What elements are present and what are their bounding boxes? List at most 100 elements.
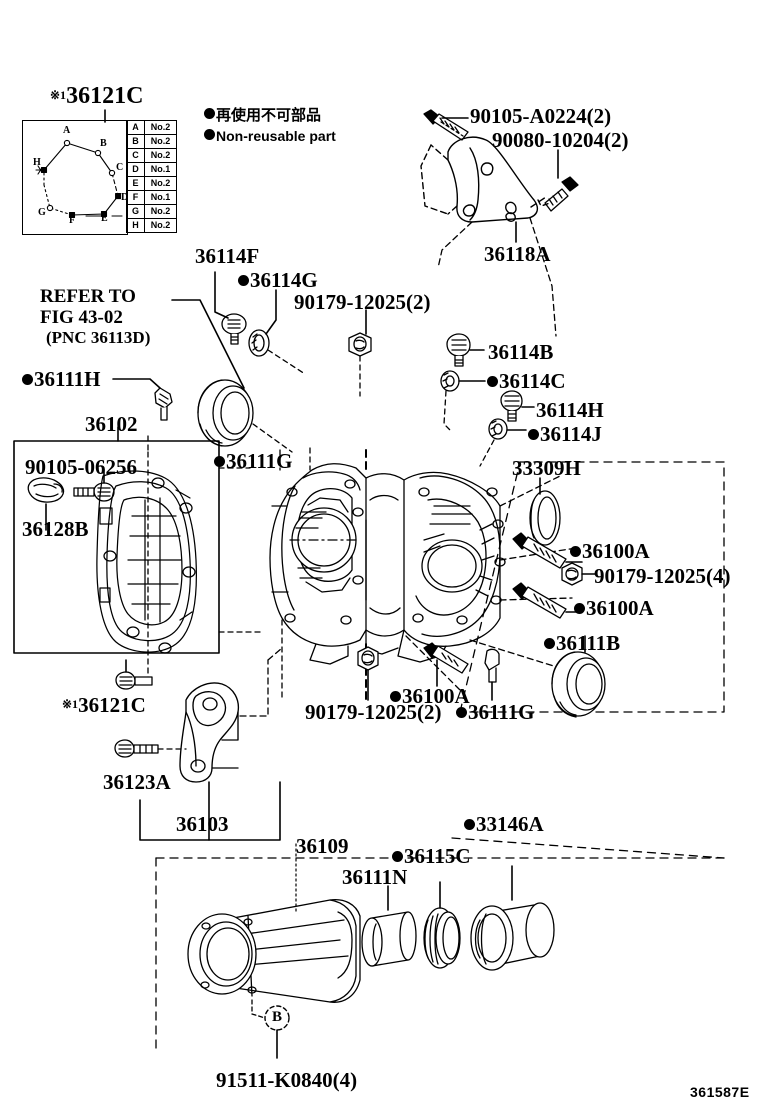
ring-node-f: F bbox=[69, 215, 76, 226]
bolt-36100A-lower bbox=[512, 582, 567, 619]
reference-line-2: FIG 43-02 bbox=[40, 307, 123, 328]
figure-id: 361587E bbox=[690, 1084, 750, 1100]
callout-90179-12025-bottom: 90179-12025(2) bbox=[305, 700, 442, 724]
reference-line-3: (PNC 36113D) bbox=[46, 328, 151, 347]
callout-90105-06256: 90105-06256 bbox=[25, 455, 137, 479]
nonreusable-bullet-icon bbox=[487, 376, 498, 387]
nonreusable-bullet-icon bbox=[544, 638, 555, 649]
ring-node-g: G bbox=[38, 207, 46, 218]
bolt-36114H bbox=[500, 390, 523, 422]
callout-36128b: 36128B bbox=[22, 517, 89, 541]
nut-90179-12025-bottom bbox=[357, 646, 379, 671]
nonreusable-bullet-icon bbox=[22, 374, 33, 385]
washer-36114G bbox=[248, 329, 270, 357]
callout-36118a: 36118A bbox=[484, 242, 551, 266]
callout-36114h: 36114H bbox=[536, 398, 604, 422]
bolt-36121C-bottom bbox=[114, 739, 159, 758]
reference-note: REFER TO FIG 43-02 (PNC 36113D) bbox=[40, 286, 150, 347]
bracket-36118A bbox=[420, 136, 551, 223]
nut-90179-12025-top bbox=[348, 332, 372, 357]
legend-en: Non-reusable part bbox=[216, 128, 336, 144]
callout-36111b: 36111B bbox=[544, 633, 620, 654]
legend-jp: 再使用不可部品 bbox=[216, 107, 322, 124]
callout-36100a-top: 36100A bbox=[570, 541, 650, 562]
callout-36114g: 36114G bbox=[238, 270, 318, 291]
ring-node-e: E bbox=[101, 213, 108, 224]
bracket-36103 bbox=[179, 682, 240, 783]
nonreusable-bullet-icon bbox=[464, 819, 475, 830]
callout-36100a-mid: 36100A bbox=[574, 598, 654, 619]
callout-36111n: 36111N bbox=[342, 865, 408, 889]
bolt-90080-10204 bbox=[544, 176, 579, 212]
callout-36111h: 36111H bbox=[22, 369, 101, 390]
part-36111H bbox=[154, 387, 173, 421]
bolt-36100A-upper bbox=[512, 532, 567, 569]
bolt-36114B bbox=[446, 333, 471, 367]
washer-36114J bbox=[488, 418, 508, 440]
bearing-36115C bbox=[423, 907, 461, 969]
callout-36111g-bottom: 36111G bbox=[456, 702, 535, 723]
ring-node-c: C bbox=[116, 162, 124, 173]
body-36102 bbox=[96, 470, 197, 654]
clip-36128B bbox=[27, 477, 65, 503]
callout-91511-k0840: 91511-K0840(4) bbox=[216, 1068, 358, 1092]
nonreusable-bullet-icon bbox=[570, 546, 581, 557]
title-36121c: ※136121C bbox=[50, 84, 143, 108]
ring-node-h: H bbox=[33, 157, 41, 168]
oil-seal-36111G bbox=[197, 379, 254, 447]
callout-36102: 36102 bbox=[85, 412, 138, 436]
nonreusable-bullet-icon bbox=[204, 129, 215, 140]
bolt-36114F bbox=[221, 313, 247, 345]
snap-ring-33309H bbox=[529, 490, 561, 546]
nonreusable-bullet-icon bbox=[392, 851, 403, 862]
nonreusable-bullet-icon bbox=[214, 456, 225, 467]
ring-node-d: D bbox=[121, 192, 129, 203]
oil-seal-36111B bbox=[551, 651, 606, 718]
washer-36114C bbox=[440, 370, 460, 392]
bolt-90105-A0224 bbox=[423, 109, 469, 141]
bolt-90105-06256 bbox=[73, 482, 115, 502]
nut-90179-12025-4 bbox=[561, 562, 583, 586]
callout-36114j: 36114J bbox=[528, 424, 602, 445]
callout-90105-a0224: 90105-A0224(2) bbox=[470, 104, 612, 128]
sequence-ring bbox=[35, 139, 123, 219]
callout-36114b: 36114B bbox=[488, 340, 554, 364]
extension-housing-36109 bbox=[187, 898, 361, 1003]
callout-36100a-bottom: 36100A bbox=[390, 686, 470, 707]
bolt-36123A bbox=[115, 671, 153, 690]
callout-33309h: 33309H bbox=[512, 456, 581, 480]
nonreusable-bullet-icon bbox=[528, 429, 539, 440]
callout-36103: 36103 bbox=[176, 812, 229, 836]
reference-line-1: REFER TO bbox=[40, 286, 136, 307]
callout-36115c: 36115C bbox=[392, 846, 471, 867]
callout-90080-10204: 90080-10204(2) bbox=[492, 128, 629, 152]
transfer-case-housing bbox=[269, 463, 506, 665]
callout-36123a: 36123A bbox=[103, 770, 171, 794]
marker-b-letter: B bbox=[272, 1009, 283, 1025]
ring-node-b: B bbox=[100, 138, 107, 149]
nonreusable-bullet-icon bbox=[238, 275, 249, 286]
legend-block: 再使用不可部品 Non-reusable part bbox=[204, 106, 336, 146]
star-mark: ※1 bbox=[50, 88, 67, 102]
callout-36111g-left: 36111G bbox=[214, 451, 293, 472]
nonreusable-bullet-icon bbox=[390, 691, 401, 702]
bushing-36111N bbox=[361, 911, 417, 967]
bolt-36100A-bottom bbox=[423, 642, 469, 674]
sleeve-33146A bbox=[470, 902, 555, 971]
callout-36109: 36109 bbox=[296, 834, 349, 858]
nonreusable-bullet-icon bbox=[456, 707, 467, 718]
nonreusable-bullet-icon bbox=[204, 108, 215, 119]
ring-node-a: A bbox=[63, 125, 71, 136]
callout-36121c-bottom: ※136121C bbox=[62, 693, 146, 717]
